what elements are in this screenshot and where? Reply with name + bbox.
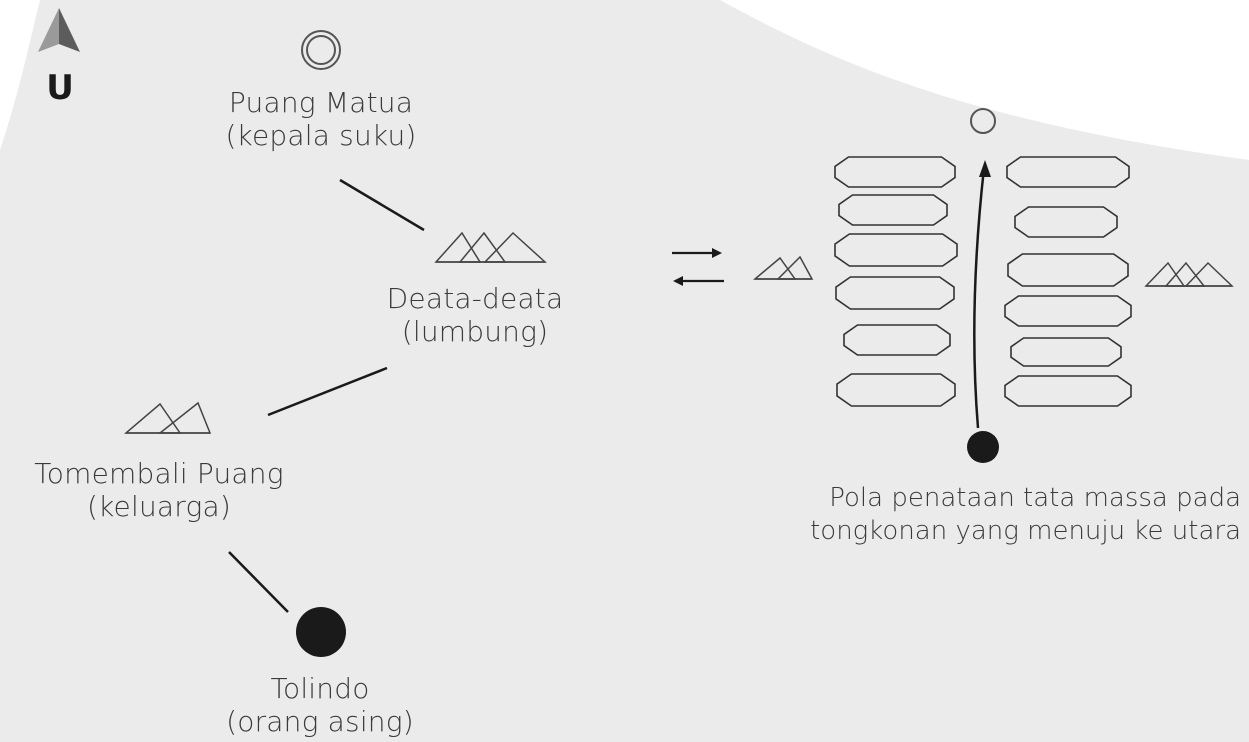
plan-caption-line-1: Pola penataan tata massa pada bbox=[829, 483, 1241, 513]
house-shape bbox=[1014, 206, 1118, 238]
puang-matua-role: (kepala suku) bbox=[225, 119, 417, 152]
house-shape bbox=[834, 156, 956, 188]
bidirectional-arrows-icon bbox=[672, 248, 724, 286]
connector-line bbox=[267, 366, 388, 417]
double-roof-icon bbox=[752, 255, 814, 280]
house-shape bbox=[834, 233, 958, 267]
puang-matua-name: Puang Matua bbox=[228, 86, 414, 119]
double-circle-icon bbox=[301, 30, 341, 70]
house-shape bbox=[836, 373, 956, 407]
house-shape bbox=[838, 194, 948, 226]
triple-roof-icon bbox=[434, 231, 547, 263]
plan-north-circle-icon bbox=[970, 108, 996, 134]
plan-caption-line-2: tongkonan yang menuju ke utara bbox=[810, 516, 1241, 546]
north-arrow-icon bbox=[38, 8, 80, 52]
deata-role: (lumbung) bbox=[401, 315, 549, 348]
connector-line bbox=[228, 551, 289, 613]
tomembali-name: Tomembali Puang bbox=[34, 457, 284, 490]
start-dot-icon bbox=[967, 431, 999, 463]
double-roof-icon bbox=[123, 401, 212, 434]
tolindo-name: Tolindo bbox=[270, 672, 370, 705]
house-shape bbox=[843, 324, 951, 356]
left-house-column bbox=[834, 156, 958, 407]
house-shape bbox=[1004, 375, 1132, 407]
triple-roof-icon bbox=[1144, 261, 1234, 287]
house-shape bbox=[1006, 156, 1130, 188]
right-house-column bbox=[1004, 156, 1132, 407]
house-shape bbox=[835, 276, 955, 310]
compass-letter: U bbox=[46, 68, 74, 108]
deata-name: Deata-deata bbox=[386, 282, 564, 315]
tomembali-role: (keluarga) bbox=[87, 490, 231, 523]
plan-caption: Pola penataan tata massa pada tongkonan … bbox=[810, 482, 1241, 548]
connector-line bbox=[339, 178, 425, 232]
filled-circle-icon bbox=[296, 607, 346, 657]
house-shape bbox=[1007, 253, 1129, 287]
house-shape bbox=[1010, 337, 1122, 367]
tolindo-role: (orang asing) bbox=[226, 705, 414, 738]
house-shape bbox=[1004, 295, 1132, 327]
path-arrow-icon bbox=[972, 160, 991, 429]
